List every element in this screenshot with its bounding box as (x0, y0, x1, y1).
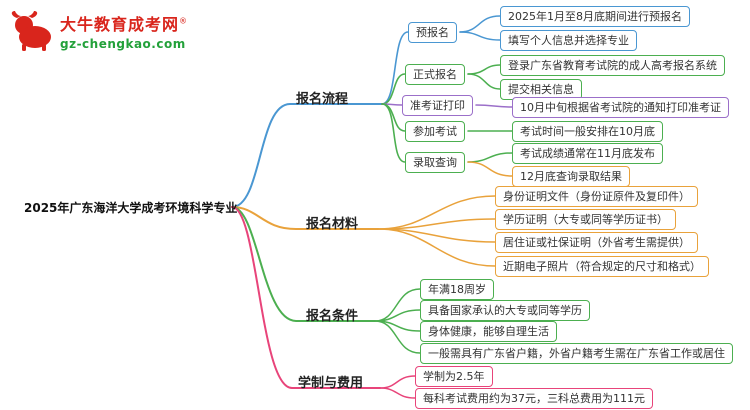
node-residence-or-social-insurance: 居住证或社保证明（外省考生需提供） (495, 232, 698, 253)
node-recent-photo: 近期电子照片（符合规定的尺寸和格式） (495, 256, 709, 277)
node-fill-info-choose-major: 填写个人信息并选择专业 (500, 30, 637, 51)
node-admission-query: 录取查询 (405, 152, 465, 173)
link-fees-duration (379, 375, 416, 389)
logo-title-text: 大牛教育成考网 (60, 15, 180, 34)
bull-logo-icon (11, 11, 51, 51)
node-take-exam: 参加考试 (405, 121, 465, 142)
node-admission-ticket-print: 准考证打印 (402, 95, 473, 116)
node-guangdong-household: 一般需具有广东省户籍，外省户籍考生需在广东省工作或居住 (420, 343, 733, 364)
node-login-registration-system: 登录广东省教育考试院的成人高考报名系统 (500, 55, 725, 76)
link-process-pre-registration (381, 31, 409, 105)
link-root-requirements (231, 206, 376, 322)
node-pre-registration: 预报名 (408, 22, 457, 43)
branch-label-materials: 报名材料 (306, 217, 359, 232)
node-print-ticket-mid-october: 10月中旬根据省考试院的通知打印准考证 (512, 97, 729, 118)
node-exam-time-late-october: 考试时间一般安排在10月底 (512, 121, 663, 142)
node-prereg-period: 2025年1月至8月底期间进行预报名 (500, 6, 690, 27)
link-requirements-household (374, 320, 421, 354)
link-query-results-published (467, 152, 513, 163)
root-topic: 2025年广东海洋大学成考环境科学专业 (24, 201, 238, 215)
branch-label-requirements: 报名条件 (306, 309, 359, 324)
node-duration-2-5-years: 学制为2.5年 (415, 366, 493, 387)
link-query-results-december (467, 161, 513, 177)
logo-url: gz-chengkao.com (60, 37, 186, 51)
link-materials-id (377, 195, 496, 230)
node-results-late-november: 考试成绩通常在11月底发布 (512, 143, 663, 164)
link-ticket-print-detail (475, 104, 513, 108)
link-root-process (231, 103, 383, 208)
link-official-submit (467, 73, 501, 90)
link-process-official-registration (381, 73, 406, 105)
link-process-admission-query (381, 103, 406, 163)
link-root-duration-fees (231, 206, 381, 389)
node-recognized-diploma: 具备国家承认的大专或同等学历 (420, 300, 590, 321)
link-fees-amount (379, 387, 416, 399)
branch-label-process: 报名流程 (296, 92, 349, 107)
link-prereg-fill-info (459, 31, 501, 41)
node-healthy-self-care: 身体健康，能够自理生活 (420, 321, 557, 342)
link-root-materials (231, 206, 379, 230)
node-age-18: 年满18周岁 (420, 279, 494, 300)
node-education-certificate: 学历证明（大专或同等学历证书） (495, 209, 676, 230)
site-logo: 大牛教育成考网® gz-chengkao.com (8, 10, 188, 52)
node-query-results-late-december: 12月底查询录取结果 (512, 166, 630, 187)
link-materials-diploma (377, 218, 496, 230)
logo-title: 大牛教育成考网® (60, 11, 188, 35)
registered-mark: ® (179, 16, 189, 26)
node-id-documents: 身份证明文件（身份证原件及复印件） (495, 186, 698, 207)
link-materials-residence (377, 228, 496, 243)
link-materials-photo (377, 228, 496, 267)
node-submit-info: 提交相关信息 (500, 79, 582, 100)
link-prereg-period (459, 15, 501, 33)
link-requirements-age (374, 288, 421, 322)
link-official-login (467, 64, 501, 75)
node-official-registration: 正式报名 (405, 64, 465, 85)
node-exam-fees: 每科考试费用约为37元，三科总费用为111元 (415, 388, 653, 409)
branch-label-duration-fees: 学制与费用 (298, 376, 364, 391)
